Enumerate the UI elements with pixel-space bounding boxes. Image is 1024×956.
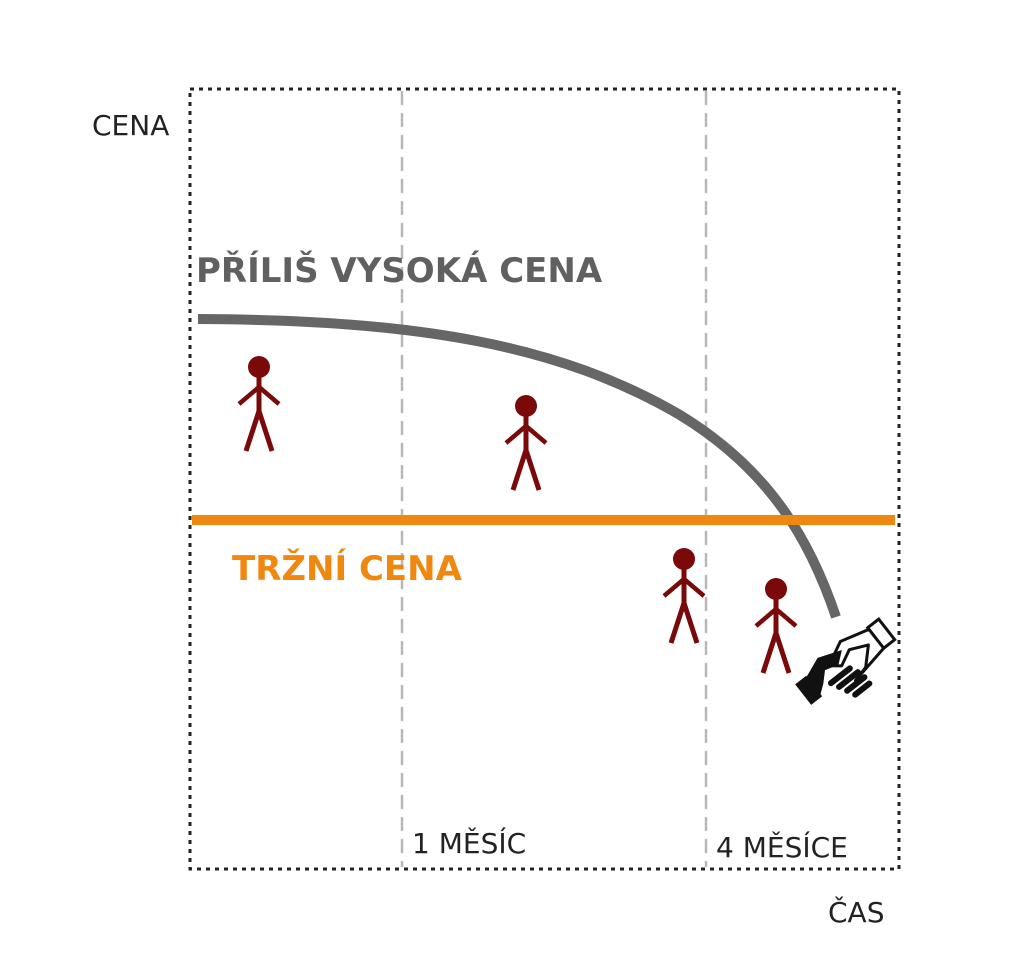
person-icon — [664, 548, 704, 643]
plot-frame — [188, 87, 901, 871]
tick-label-4-months: 4 MĚSÍCE — [716, 830, 848, 864]
person-icon — [239, 356, 279, 451]
high-price-label: PŘÍLIŠ VYSOKÁ CENA — [196, 250, 603, 291]
high-price-curve — [197, 314, 841, 619]
tick-label-1-month: 1 MĚSÍC — [412, 826, 526, 860]
person-icon — [506, 395, 546, 490]
market-price-label: TRŽNÍ CENA — [232, 548, 463, 589]
y-axis-label: CENA — [92, 109, 169, 142]
x-axis-label: ČAS — [828, 895, 884, 929]
handshake-icon — [795, 617, 897, 705]
person-icon — [756, 578, 796, 673]
